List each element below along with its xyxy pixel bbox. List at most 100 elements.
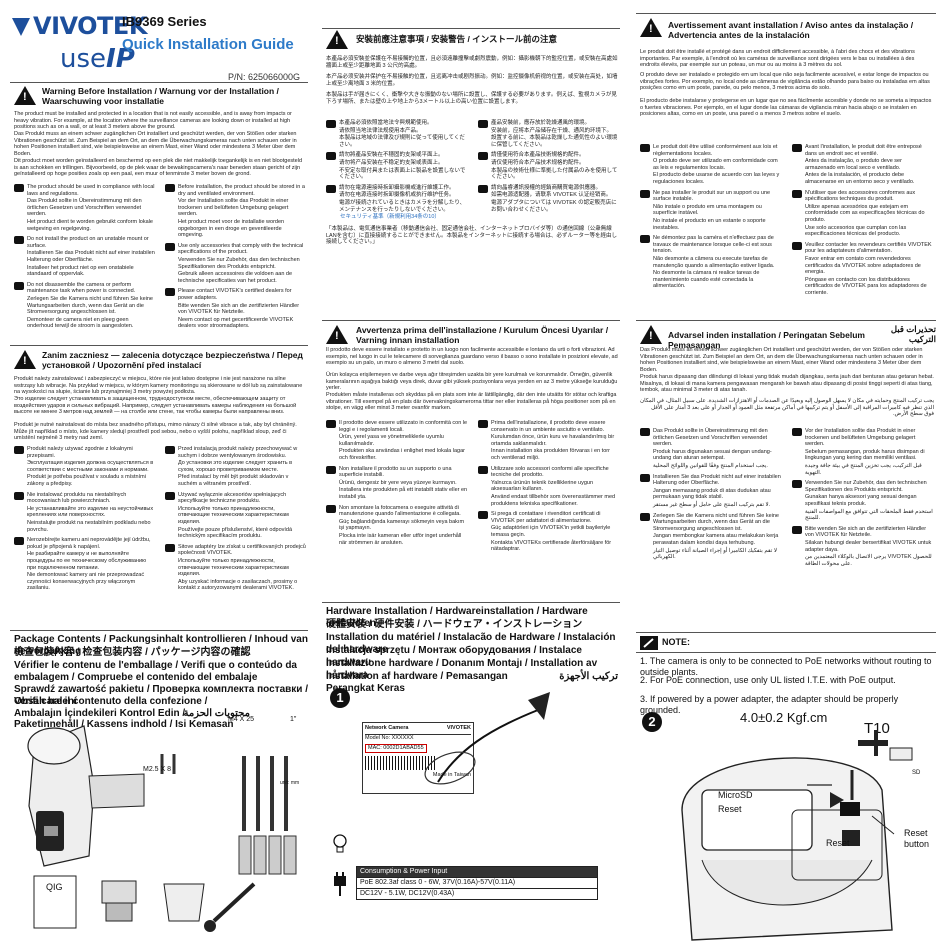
warning-paragraph: 本製品は手が届きにくく、衝撃や大きな振動のない場所に設置し、保護する必要がありま… (326, 92, 617, 105)
warning-list-item: Nie instalować produktu na niestabilnych… (14, 491, 156, 505)
warning-list-item: 本產品必須依照當地法令與規範使用。 (326, 120, 468, 128)
vivotek-logo-icon (12, 18, 30, 36)
warning-paragraph: Produkt należy zainstalować i zabezpiecz… (14, 376, 303, 396)
screws-illustration (160, 754, 297, 875)
divider (636, 320, 936, 321)
bullet-icon (326, 465, 336, 474)
series-title: IB9369 Series (122, 14, 207, 29)
qig-booklet (33, 875, 77, 929)
bullet-icon (14, 446, 24, 454)
bullet-icon (326, 184, 336, 193)
warning-list-right: Avant l'installation, le produit doit êt… (792, 144, 934, 300)
qig-label: QIG (46, 882, 63, 892)
warning-list-item: Utilize apenas acessórios que estejam em… (805, 203, 925, 223)
warning-list-item: Utilizzare solo accessori conformi alle … (478, 465, 620, 479)
bullet-icon (792, 189, 802, 198)
power-table-row: DC12V - 5.1W, DC12V(0.43A) (357, 888, 597, 899)
warning-list-item: 请依照当地法律法规使用本产品。 (339, 127, 422, 134)
warning-list-item: Jangan memasang produk di atas dudukan a… (653, 487, 771, 501)
warning-list-item: 請勿將產品安裝在不穩固的支架或平面上。 (326, 152, 468, 161)
warning-list-item: Ne démontez pas la caméra et n'effectuez… (640, 235, 782, 255)
warning-title-arabic: تحذيرات قبل التركيب (890, 324, 936, 344)
bullet-icon (165, 491, 175, 500)
warning-list-item: Vor der Installation sollte das Produkt … (792, 428, 934, 448)
bullet-icon (640, 512, 650, 521)
warning-title: 安裝前應注意事項 / 安装警告 / インストール前の注意 (356, 34, 558, 44)
warning-icon (640, 325, 662, 344)
bullet-icon (14, 281, 24, 290)
warning-list-item: Plocka inte isär kameran eller utför ing… (339, 532, 462, 546)
warning-list-left: 本產品必須依照當地法令與規範使用。请依照当地法律法规使用本产品。本製品は地域の法… (326, 120, 468, 217)
warning-list-item: Antes da instalação, o produto deve ser … (805, 158, 902, 171)
warning-list-item: Не устанавливайте это изделие на неустой… (27, 505, 154, 519)
warning-list-right: Prima dell'installazione, il prodotto de… (478, 420, 620, 557)
warning-list-item: Before installation, the product should … (165, 184, 307, 197)
bullet-icon (165, 446, 175, 454)
warning-list-item: Não instale o produto em uma montagem ou… (653, 203, 762, 217)
bullet-icon (478, 511, 488, 520)
warning-list-item: يجب استخدام المنتج وفقًا للقوانين واللوا… (653, 462, 768, 469)
warning-paragraph: Produkten måste installeras och skyddas … (326, 392, 617, 412)
warning-list-item: Produkt należy używać zgodnie z lokalnym… (14, 446, 156, 459)
divider (636, 632, 936, 633)
warning-list-item: Güç bağlandığında kamerayı sökmeyin veya… (339, 518, 465, 532)
warning-paragraph: El producto debe instalarse y protegerse… (640, 98, 932, 118)
package-title: 檢查包裝內容 / 检查包装内容 / パッケージ内容の確認 (14, 647, 251, 658)
vivotek-logo: VIVOTEK (12, 12, 147, 40)
warning-list-item: Bitte wenden Sie sich an die zertifizier… (178, 302, 300, 316)
bullet-icon (165, 242, 175, 251)
warning-list-item: Installera inte produkten på ett instabi… (339, 487, 468, 500)
note-title: NOTE: (662, 637, 690, 647)
warning-title: Avertissement avant installation / Aviso… (668, 20, 914, 40)
warning-list-left: Le produit doit être utilisé conformémen… (640, 144, 782, 294)
warning-title: Zanim zaczniesz — zalecenia dotyczące be… (42, 350, 303, 370)
step-2-badge: 2 (642, 712, 662, 732)
hardware-title: 硬體安裝 / 硬件安装 / ハードウェア・インストレーション (326, 619, 583, 630)
bullet-icon (326, 420, 336, 428)
note-pencil-icon (640, 636, 658, 650)
warning-list-item: لا تقم بتركيب المنتج على حامل أو سطح غير… (653, 501, 771, 508)
bullet-icon (640, 428, 650, 436)
note-item: 2. For PoE connection, use only UL liste… (640, 675, 896, 685)
warning-list-item: Non installare il prodotto su un support… (326, 465, 468, 479)
warning-title: Avvertenza prima dell'installazione / Ku… (356, 325, 609, 345)
bullet-icon (478, 184, 488, 193)
microsd-label: MicroSD (718, 790, 753, 800)
warning-list-left: Produkt należy używać zgodnie z lokalnym… (14, 446, 156, 596)
reset-label-detail: Reset (826, 838, 850, 848)
unit-label: unit: mm (280, 780, 300, 786)
warning-list-item: Veuillez contacter les revendeurs certif… (792, 241, 934, 255)
warning-list-item: Installieren Sie das Produkt nicht auf e… (27, 250, 155, 263)
bullet-icon (14, 537, 24, 546)
warning-list-right: Przed instalacją produkt należy przechow… (165, 446, 307, 596)
bullet-icon (640, 473, 650, 482)
warning-list-item: Installeer het product niet op een onsta… (27, 264, 134, 278)
mac-address: MAC: 0002D1ABAD55 (365, 744, 427, 753)
warning-list-item: Przed instalacją produkt należy przechow… (165, 446, 307, 459)
warning-list-item: Kontakta VIVOTEKs certifierade återförsä… (491, 539, 612, 553)
bullet-icon (640, 189, 650, 198)
warning-paragraph: Dit product moet worden geïnstalleerd en… (14, 158, 303, 178)
divider (636, 652, 936, 653)
reset-label: Reset (718, 804, 742, 814)
package-title: Package Contents / Packungsinhalt kontro… (14, 634, 308, 657)
guide-title: Quick Installation Guide (122, 36, 294, 53)
warning-list-item: Innan installation ska produkten förvara… (491, 448, 610, 461)
safety-standard-link[interactable]: セキュリティ基準（新規利用34条の10） (340, 214, 440, 220)
warning-list-item: قبل التركيب، يجب تخزين المنتج في بيئة جا… (805, 462, 922, 476)
warning-list-item: Le produit doit être utilisé conformémen… (640, 144, 782, 157)
package-illustration (27, 725, 297, 932)
power-plug-icon (334, 872, 346, 896)
warning-list-item: Silakan hubungi dealer bersertifikat VIV… (805, 539, 932, 553)
warning-icon (326, 325, 348, 344)
divider (10, 345, 308, 346)
warning-list-item: 请勿在电源连接时拆卸摄像机或执行维护任务。 (339, 192, 455, 199)
warning-list-item: استخدم فقط الملحقات التي تتوافق مع الموا… (805, 508, 933, 522)
warning-list-item: Please contact VIVOTEK's certified deale… (165, 288, 307, 301)
warning-list-item: Gebruik alleen accessoires die voldoen a… (178, 271, 293, 284)
warning-list-item: O produto deve ser utilizado em conformi… (653, 158, 778, 171)
warning-list-item: Používejte pouze příslušenství, které od… (178, 526, 293, 540)
warning-list-item: Produkten ska användas i enlighet med lo… (339, 448, 465, 461)
warning-list-item: Nie demontować kamery ani nie przeprowad… (27, 572, 145, 592)
warning-list-item: Verwenden Sie nur Zubehör, das den techn… (792, 480, 934, 493)
